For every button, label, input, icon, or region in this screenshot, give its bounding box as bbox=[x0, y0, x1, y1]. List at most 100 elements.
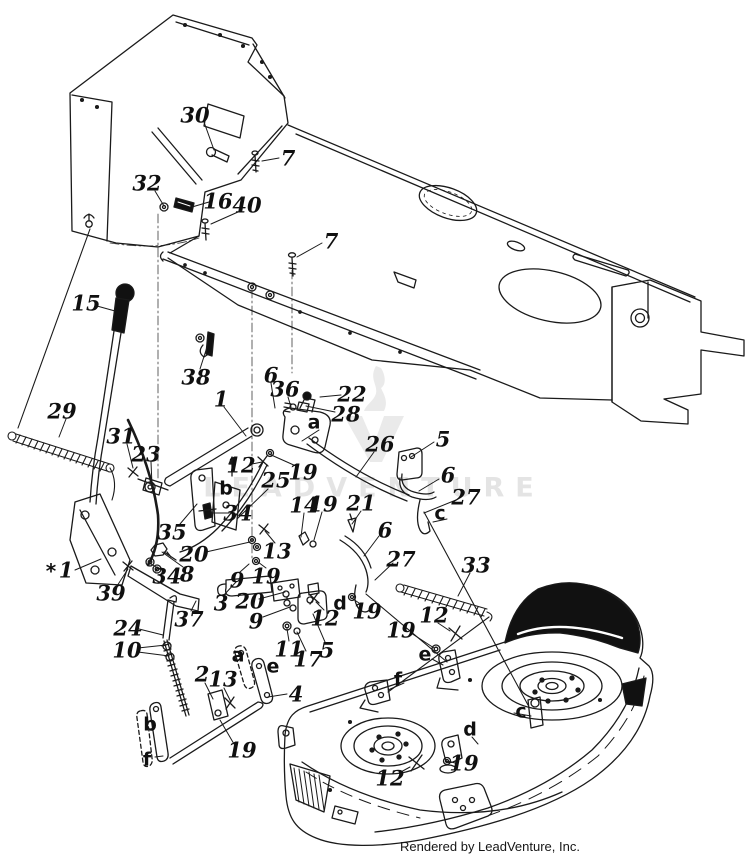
frame-right-bracket bbox=[611, 279, 745, 425]
hatched-corner bbox=[289, 763, 331, 813]
hanger-mid bbox=[282, 513, 448, 663]
b-bracket-35 bbox=[190, 456, 241, 532]
callout-20: 20 bbox=[179, 541, 209, 567]
bottom-bracket-deck bbox=[438, 782, 493, 830]
screw-7-lower bbox=[287, 252, 297, 277]
footer-credit: Rendered by LeadVenture, Inc. bbox=[400, 839, 580, 854]
clip-16 bbox=[173, 197, 195, 213]
callout-b: b bbox=[143, 713, 157, 736]
callout-39: 39 bbox=[96, 580, 126, 606]
clip-deck-bottom bbox=[331, 805, 359, 825]
screw-7-upper bbox=[251, 150, 260, 173]
callout-25: 25 bbox=[261, 467, 291, 493]
callout-11: 11 bbox=[274, 636, 304, 662]
callout-9: 9 bbox=[248, 608, 264, 634]
bolts-20a bbox=[247, 535, 262, 552]
bolt-8-nuts-34 bbox=[145, 542, 177, 574]
clip-38 bbox=[195, 331, 215, 358]
bolt-30 bbox=[205, 146, 230, 163]
leadventure-flame-logo-icon bbox=[344, 366, 404, 462]
clip-14 bbox=[298, 531, 317, 548]
callout-40: 40 bbox=[232, 192, 262, 218]
callout-21: 21 bbox=[346, 490, 376, 516]
callout-33: 33 bbox=[461, 552, 491, 578]
callout-1: 1 bbox=[58, 557, 74, 583]
callout-29: 29 bbox=[47, 398, 77, 424]
callout-36: 36 bbox=[270, 376, 300, 402]
callout-e: e bbox=[266, 655, 280, 678]
callout-a: a bbox=[231, 644, 245, 667]
callout-12: 12 bbox=[226, 452, 256, 478]
callout-5: 5 bbox=[435, 426, 451, 452]
callout-15: 15 bbox=[71, 290, 101, 316]
callout-b: b bbox=[219, 477, 233, 500]
callout-e: e bbox=[418, 643, 432, 666]
callout-13: 13 bbox=[208, 666, 238, 692]
turnbuckle-23 bbox=[127, 466, 169, 496]
callout-6: 6 bbox=[377, 517, 393, 543]
callout-35: 35 bbox=[157, 519, 187, 545]
hopper bbox=[69, 14, 289, 254]
arm-37 bbox=[122, 560, 200, 612]
bracket-3 bbox=[217, 575, 273, 597]
callout-31: 31 bbox=[106, 423, 136, 449]
callout-1: 1 bbox=[213, 386, 229, 412]
bolt-13a bbox=[258, 523, 270, 535]
left-spindle-pulley bbox=[340, 717, 436, 775]
spring-33 bbox=[387, 583, 493, 693]
callout-2: 2 bbox=[194, 661, 210, 687]
callout-32: 32 bbox=[132, 170, 162, 196]
callout-19: 19 bbox=[227, 737, 257, 763]
leader-lines bbox=[58, 121, 532, 774]
callout-*: * bbox=[45, 559, 57, 583]
lever-plate bbox=[69, 493, 131, 586]
callout-a: a bbox=[307, 411, 321, 434]
callout-d: d bbox=[333, 592, 347, 615]
callout-34: 34 bbox=[223, 500, 253, 526]
wing-bolt bbox=[83, 213, 95, 228]
callout-4: 4 bbox=[288, 681, 304, 707]
callout-38: 38 bbox=[181, 364, 211, 390]
callout-17: 17 bbox=[293, 646, 323, 672]
callout-23: 23 bbox=[131, 441, 161, 467]
callout-6: 6 bbox=[263, 362, 279, 388]
callout-16: 16 bbox=[203, 188, 233, 214]
bolt-12a bbox=[257, 455, 269, 468]
callout-10: 10 bbox=[112, 637, 142, 663]
callout-12: 12 bbox=[310, 605, 340, 631]
callout-27: 27 bbox=[386, 546, 416, 572]
callout-14: 14 bbox=[289, 492, 319, 518]
callout-19: 19 bbox=[288, 459, 318, 485]
callout-f: f bbox=[393, 668, 403, 691]
callout-37: 37 bbox=[174, 606, 204, 632]
callout-19: 19 bbox=[251, 563, 281, 589]
callout-34: 34 bbox=[152, 563, 182, 589]
callout-9: 9 bbox=[229, 567, 245, 593]
callout-30: 30 bbox=[180, 102, 210, 128]
callout-28: 28 bbox=[331, 401, 361, 427]
callout-8: 8 bbox=[179, 561, 195, 587]
callout-5: 5 bbox=[319, 637, 335, 663]
spring-29 bbox=[7, 431, 116, 501]
lift-lever bbox=[17, 228, 160, 586]
callout-19: 19 bbox=[308, 491, 338, 517]
callout-24: 24 bbox=[113, 615, 143, 641]
callout-26: 26 bbox=[365, 431, 395, 457]
callout-12: 12 bbox=[375, 765, 405, 791]
frame bbox=[159, 124, 745, 425]
bolt-12-deck-right bbox=[448, 625, 463, 642]
bolt-12-deck-left bbox=[408, 754, 425, 772]
callout-c: c bbox=[515, 700, 527, 723]
deck bbox=[277, 582, 654, 847]
callout-c: c bbox=[434, 502, 446, 525]
callout-f: f bbox=[142, 748, 152, 771]
callout-20: 20 bbox=[235, 588, 265, 614]
right-spindle-pulley bbox=[481, 651, 623, 721]
screw-40 bbox=[201, 218, 210, 241]
callout-12: 12 bbox=[419, 602, 449, 628]
callout-3: 3 bbox=[213, 590, 229, 616]
callout-19: 19 bbox=[352, 598, 382, 624]
